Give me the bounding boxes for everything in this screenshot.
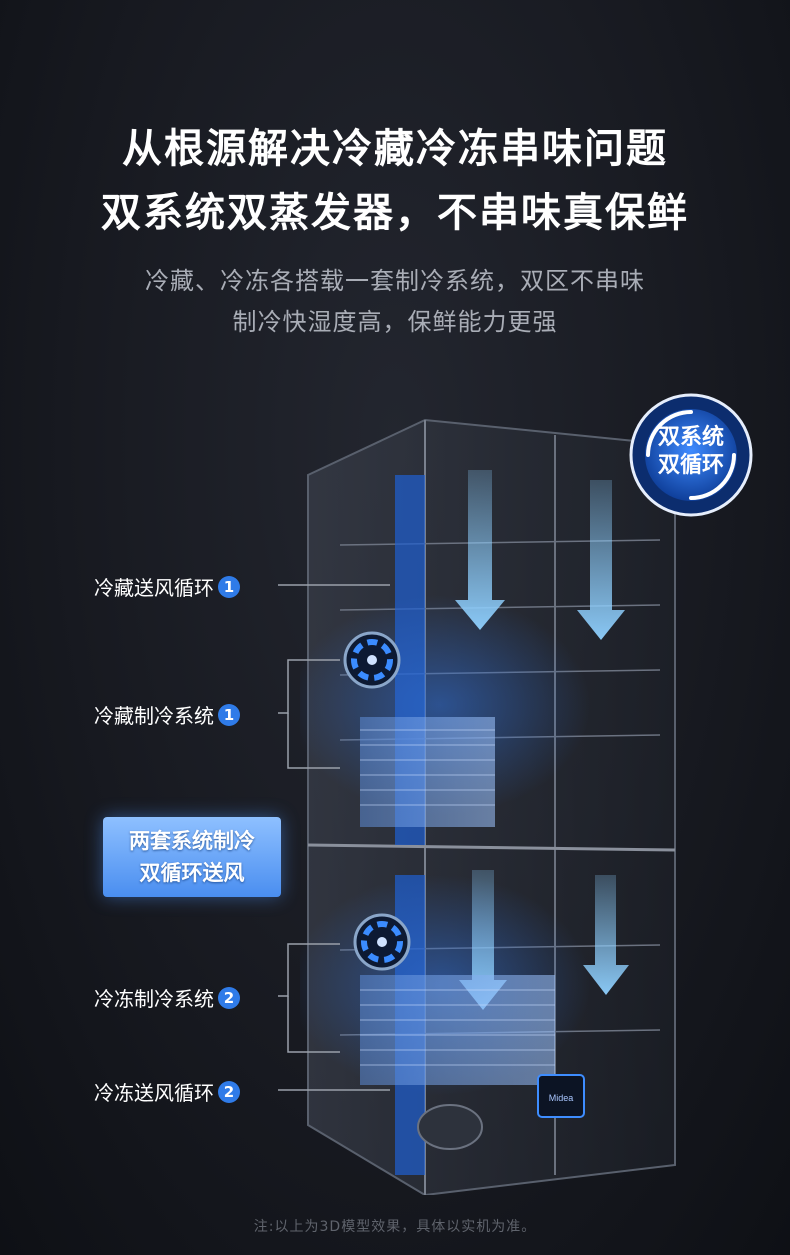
evaporator-lower <box>360 975 555 1085</box>
headline-line2: 双系统双蒸发器，不串味真保鲜 <box>101 190 689 236</box>
seal-line2: 双循环 <box>657 453 724 478</box>
headline-line1: 从根源解决冷藏冷冻串味问题 <box>122 126 668 172</box>
callout-label: 冷冻制冷系统 <box>94 987 214 1011</box>
callout-number-badge: 1 <box>218 575 240 598</box>
callout-freezer-airflow: 冷冻送风循环 2 <box>94 1077 240 1106</box>
callout-number-badge: 2 <box>218 986 240 1009</box>
callout-number-badge: 1 <box>218 703 240 726</box>
callout-label: 冷冻送风循环 <box>94 1081 214 1105</box>
fan-icon-lower <box>353 913 411 971</box>
evaporator-upper <box>360 717 495 827</box>
disclaimer-note: 注:以上为3D模型效果，具体以实机为准。 <box>253 1219 537 1235</box>
seal-line1: 双系统 <box>657 425 724 450</box>
callout-label: 冷藏送风循环 <box>94 576 214 600</box>
seal-label: 双系统 双循环 <box>628 424 754 480</box>
fan-icon-upper <box>343 631 401 689</box>
chip-logo: Midea <box>549 1093 574 1103</box>
subtitle-line1: 冷藏、冷冻各搭载一套制冷系统，双区不串味 <box>145 267 645 295</box>
callout-number-badge: 2 <box>218 1080 240 1103</box>
chip-icon <box>537 1074 585 1118</box>
fridge-illustration: Midea <box>300 418 676 1195</box>
subtitle-line2: 制冷快湿度高，保鲜能力更强 <box>232 308 558 336</box>
dual-system-seal <box>629 393 753 517</box>
feature-badge: 两套系统制冷 双循环送风 <box>103 817 281 897</box>
callout-fridge-airflow: 冷藏送风循环 1 <box>94 572 240 601</box>
callout-freezer-cooling: 冷冻制冷系统 2 <box>94 983 240 1012</box>
callout-fridge-cooling: 冷藏制冷系统 1 <box>94 700 240 729</box>
feature-badge-line1: 两套系统制冷 <box>129 829 255 853</box>
feature-badge-line2: 双循环送风 <box>139 861 245 885</box>
callout-label: 冷藏制冷系统 <box>94 704 214 728</box>
compressor-icon <box>417 1104 483 1150</box>
